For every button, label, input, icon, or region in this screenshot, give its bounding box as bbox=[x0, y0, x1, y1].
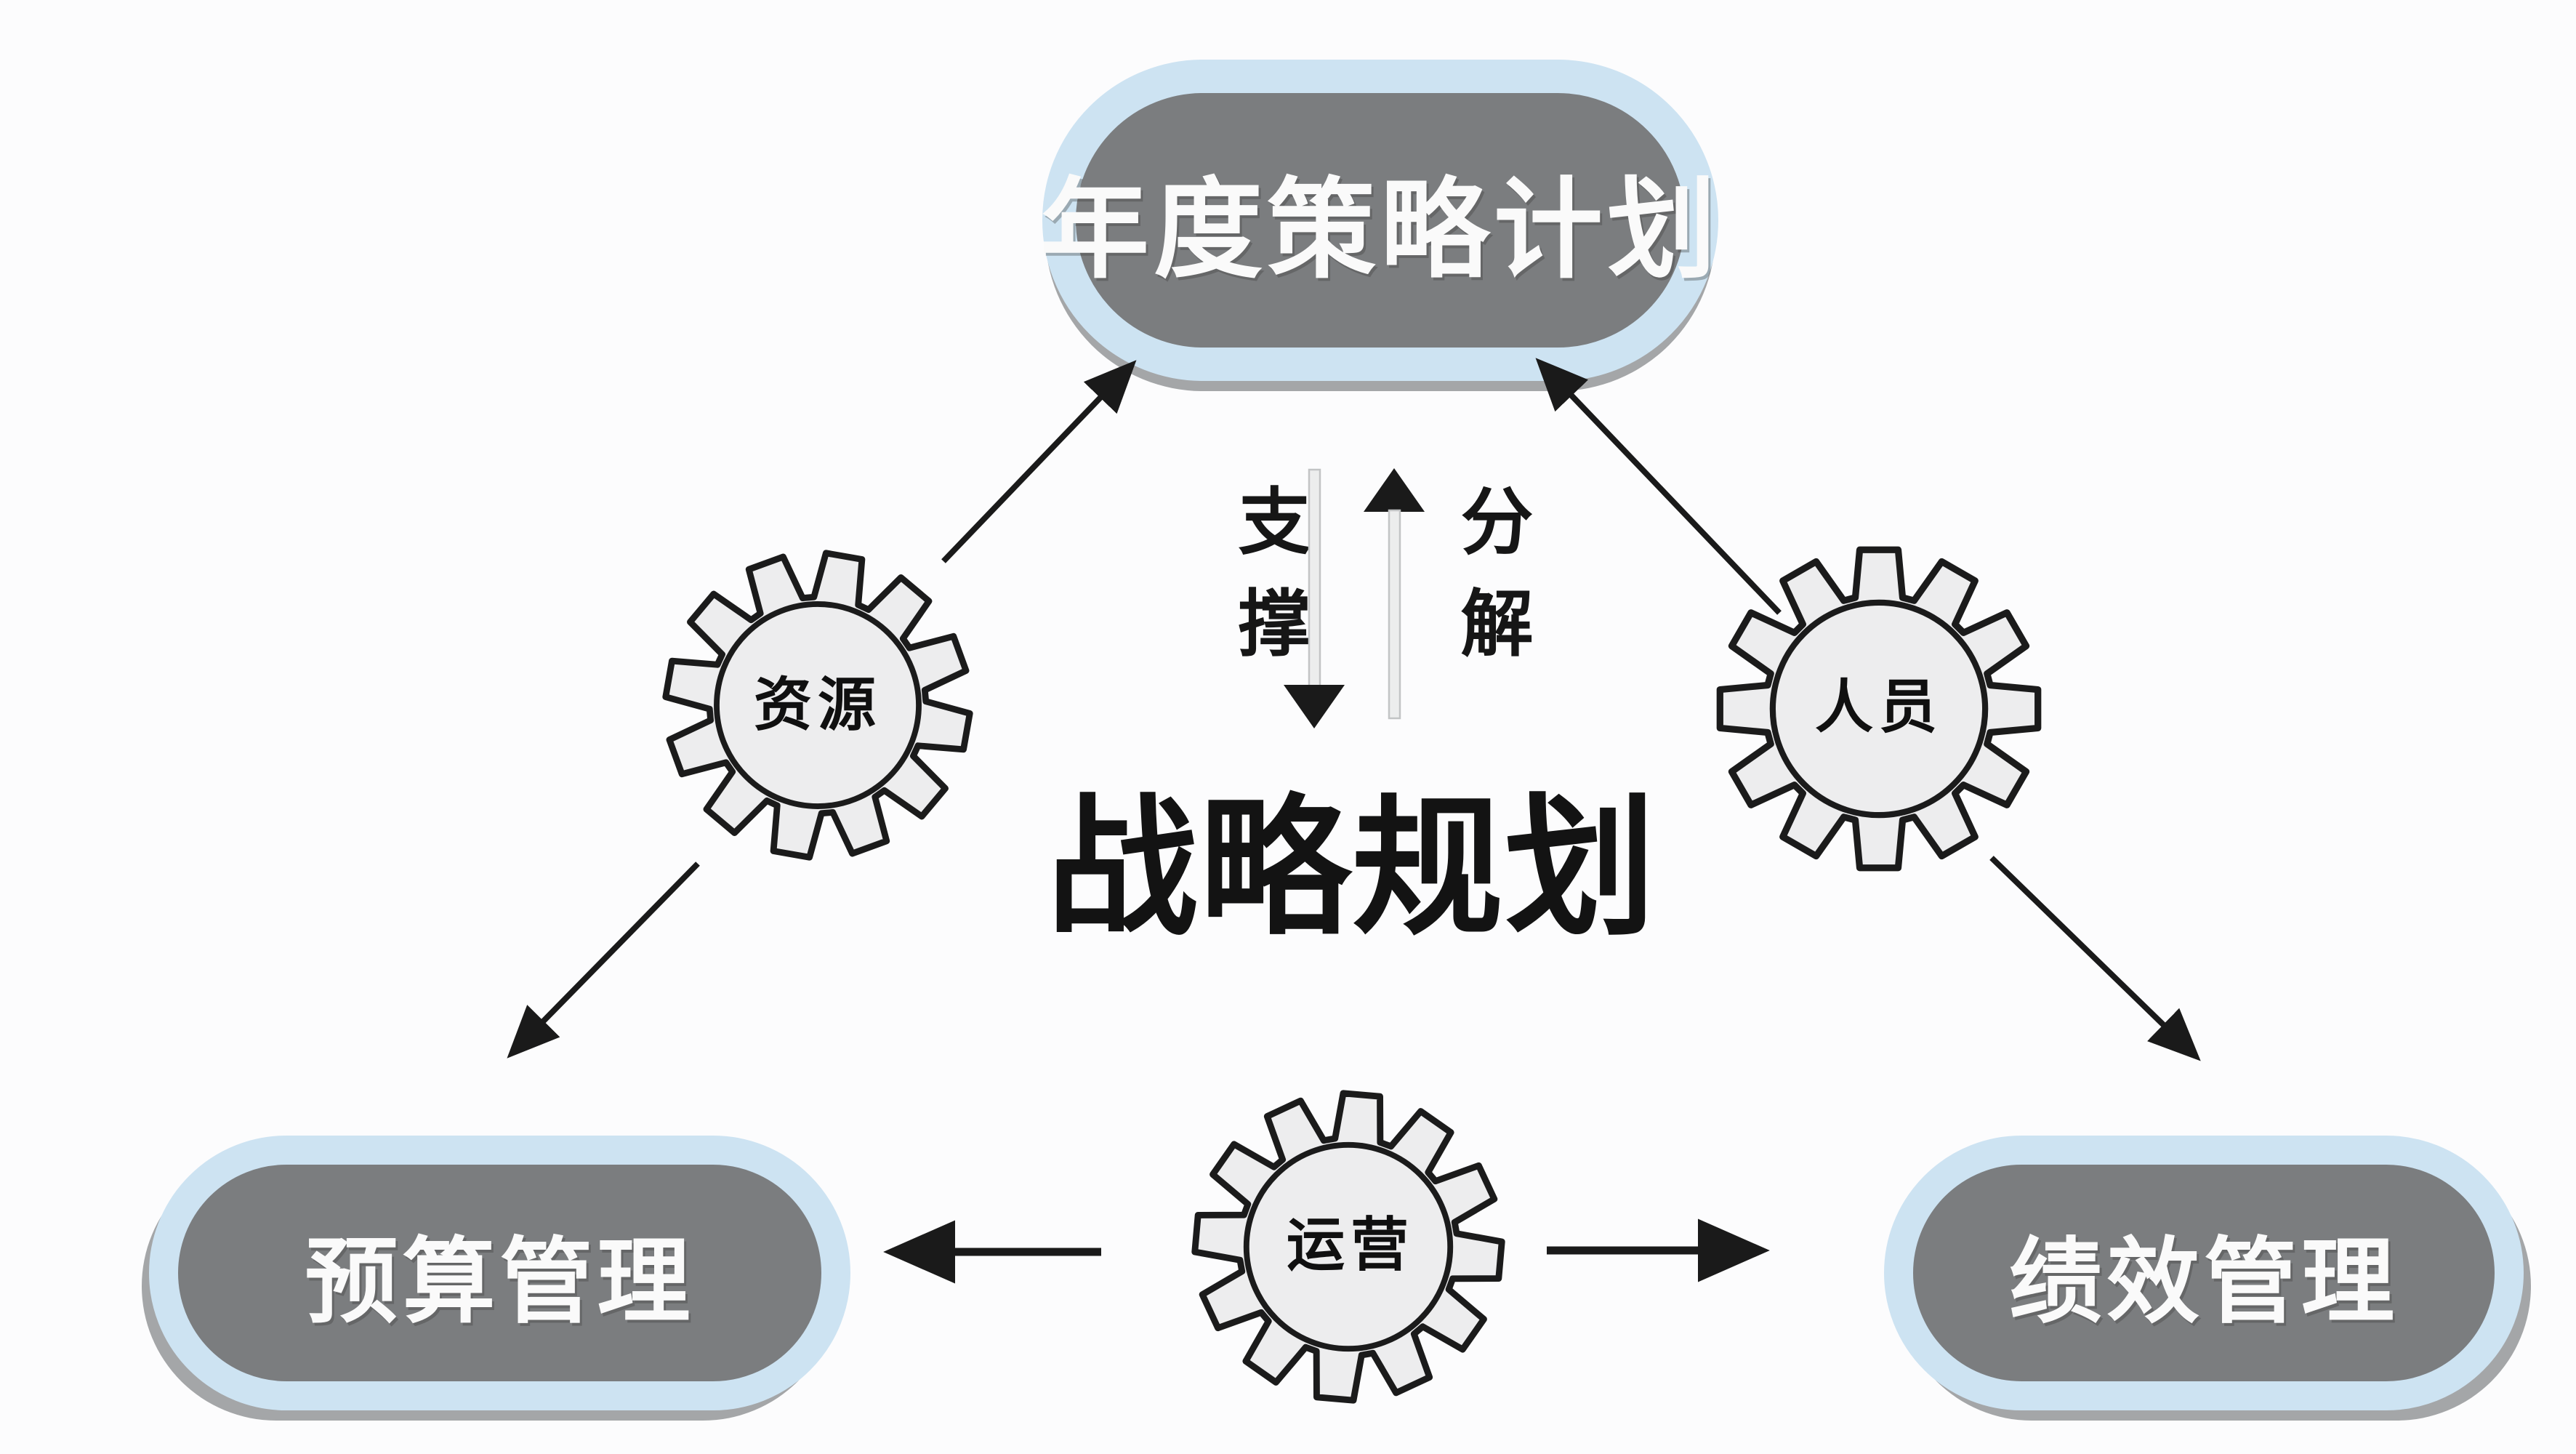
decompose-up-arrow bbox=[1364, 468, 1425, 720]
arrow-resources-to-annual-plan bbox=[941, 360, 1137, 563]
gear-hub bbox=[1243, 1141, 1454, 1352]
personnel-gear-icon bbox=[1716, 546, 2042, 872]
operations-gear-label: 运营 bbox=[1287, 1213, 1414, 1277]
personnel-gear-label: 人员 bbox=[1815, 675, 1943, 739]
support-label: 支撑 bbox=[1227, 483, 1308, 687]
support-down-arrow bbox=[1284, 468, 1345, 728]
arrow-personnel-to-performance bbox=[1989, 856, 2201, 1061]
strategic-planning-title: 战略规划 bbox=[1047, 784, 1657, 953]
decompose-label: 分解 bbox=[1449, 483, 1531, 687]
budget-management-pill: 预算管理 bbox=[149, 1136, 850, 1410]
up-arrowhead-icon bbox=[1364, 468, 1425, 512]
arrow-shaft bbox=[1388, 509, 1401, 720]
operations-gear-icon bbox=[1191, 1090, 1505, 1404]
resources-gear-label: 资源 bbox=[754, 672, 882, 737]
gear-hub bbox=[714, 601, 922, 809]
arrow-shaft bbox=[1308, 468, 1321, 689]
performance-management-pill: 绩效管理 bbox=[1884, 1136, 2524, 1410]
arrow-resources-to-budget bbox=[507, 861, 700, 1059]
arrow-personnel-to-annual-plan bbox=[1535, 358, 1782, 615]
annual-strategy-plan-label: 年度策略计划 bbox=[1040, 168, 1721, 291]
budget-management-label: 预算管理 bbox=[305, 1229, 695, 1334]
resources-gear-icon bbox=[662, 550, 973, 861]
performance-management-label: 绩效管理 bbox=[2008, 1229, 2399, 1334]
down-arrowhead-icon bbox=[1284, 685, 1345, 728]
gear-hub bbox=[1769, 599, 1989, 819]
